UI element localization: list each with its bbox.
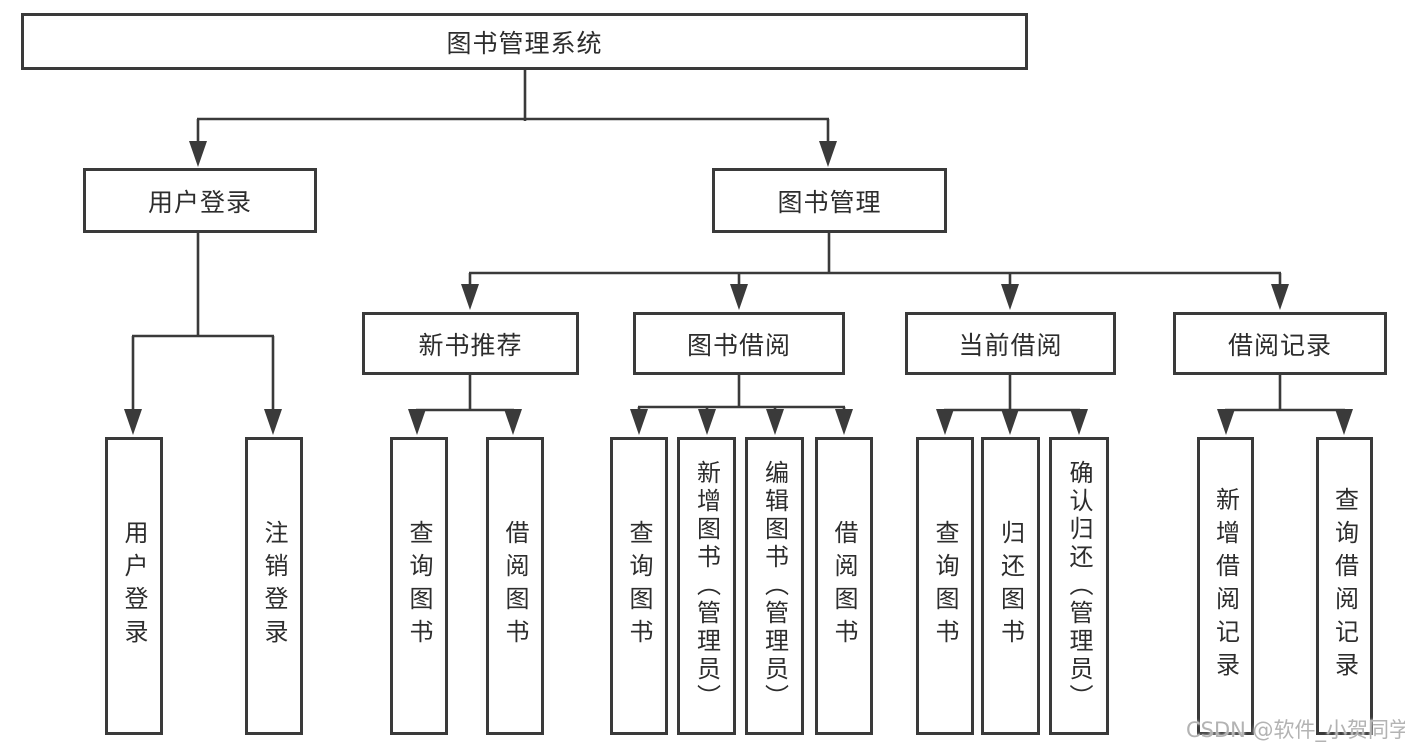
leaf-logout-login: 注销登录 xyxy=(245,437,303,735)
arrowhead-icon xyxy=(698,409,716,435)
leaf-search-borrow-record: 查询借阅记录 xyxy=(1316,437,1373,735)
leaf-search-books-current: 查询图书 xyxy=(916,437,974,735)
arrowhead-icon xyxy=(1070,409,1088,435)
arrowhead-icon xyxy=(835,409,853,435)
arrowhead-icon xyxy=(630,409,648,435)
arrowhead-icon xyxy=(1001,409,1019,435)
arrowhead-icon xyxy=(504,409,522,435)
leaf-label: 确认归还（管理员） xyxy=(1065,460,1093,712)
arrowhead-icon xyxy=(264,409,282,435)
arrowhead-icon xyxy=(936,409,954,435)
arrowhead-icon xyxy=(124,409,142,435)
leaf-label: 查询图书 xyxy=(625,520,653,652)
node-label: 用户登录 xyxy=(147,187,252,217)
leaf-label: 注销登录 xyxy=(260,520,288,652)
node-borrowing-records: 借阅记录 xyxy=(1173,312,1387,375)
node-label: 图书管理系统 xyxy=(446,28,603,58)
node-user-login: 用户登录 xyxy=(83,168,317,233)
leaf-label: 新增图书（管理员） xyxy=(692,460,721,712)
leaf-label: 新增借阅记录 xyxy=(1211,487,1240,685)
arrowhead-icon xyxy=(1001,284,1019,310)
leaf-label: 查询图书 xyxy=(405,520,433,652)
node-label: 当前借阅 xyxy=(958,330,1063,360)
node-library-management-system: 图书管理系统 xyxy=(21,13,1028,70)
arrowhead-icon xyxy=(819,141,837,167)
node-label: 图书借阅 xyxy=(686,330,791,360)
arrowheads xyxy=(124,141,1353,435)
leaf-label: 查询图书 xyxy=(931,520,959,652)
leaf-search-books-borrow: 查询图书 xyxy=(610,437,668,735)
leaf-edit-books-admin: 编辑图书（管理员） xyxy=(745,437,804,735)
leaf-add-books-admin: 新增图书（管理员） xyxy=(677,437,736,735)
arrowhead-icon xyxy=(1217,409,1235,435)
arrowhead-icon xyxy=(189,141,207,167)
leaf-label: 查询借阅记录 xyxy=(1330,487,1359,685)
node-book-management: 图书管理 xyxy=(712,168,947,233)
leaf-label: 归还图书 xyxy=(996,520,1025,652)
leaf-label: 借阅图书 xyxy=(501,520,529,652)
leaf-return-books: 归还图书 xyxy=(981,437,1040,735)
node-current-borrowing: 当前借阅 xyxy=(905,312,1116,375)
arrowhead-icon xyxy=(730,284,748,310)
arrowhead-icon xyxy=(408,409,426,435)
arrowhead-icon xyxy=(461,284,479,310)
leaf-label: 借阅图书 xyxy=(830,520,858,652)
watermark-csdn: CSDN @软件_小贺同学 xyxy=(1186,718,1405,742)
arrowhead-icon xyxy=(1335,409,1353,435)
leaf-confirm-return-admin: 确认归还（管理员） xyxy=(1049,437,1109,735)
leaf-search-books-recommend: 查询图书 xyxy=(390,437,448,735)
node-label: 借阅记录 xyxy=(1227,330,1332,360)
leaf-label: 用户登录 xyxy=(120,520,148,652)
leaf-add-borrow-record: 新增借阅记录 xyxy=(1197,437,1254,735)
node-label: 新书推荐 xyxy=(418,330,523,360)
leaf-user-login: 用户登录 xyxy=(105,437,163,735)
node-book-borrowing: 图书借阅 xyxy=(633,312,845,375)
leaf-borrow-books: 借阅图书 xyxy=(815,437,873,735)
arrowhead-icon xyxy=(1271,284,1289,310)
node-label: 图书管理 xyxy=(777,187,882,217)
leaf-borrow-books-recommend: 借阅图书 xyxy=(486,437,544,735)
node-new-book-recommendation: 新书推荐 xyxy=(362,312,579,375)
arrowhead-icon xyxy=(766,409,784,435)
leaf-label: 编辑图书（管理员） xyxy=(760,460,789,712)
